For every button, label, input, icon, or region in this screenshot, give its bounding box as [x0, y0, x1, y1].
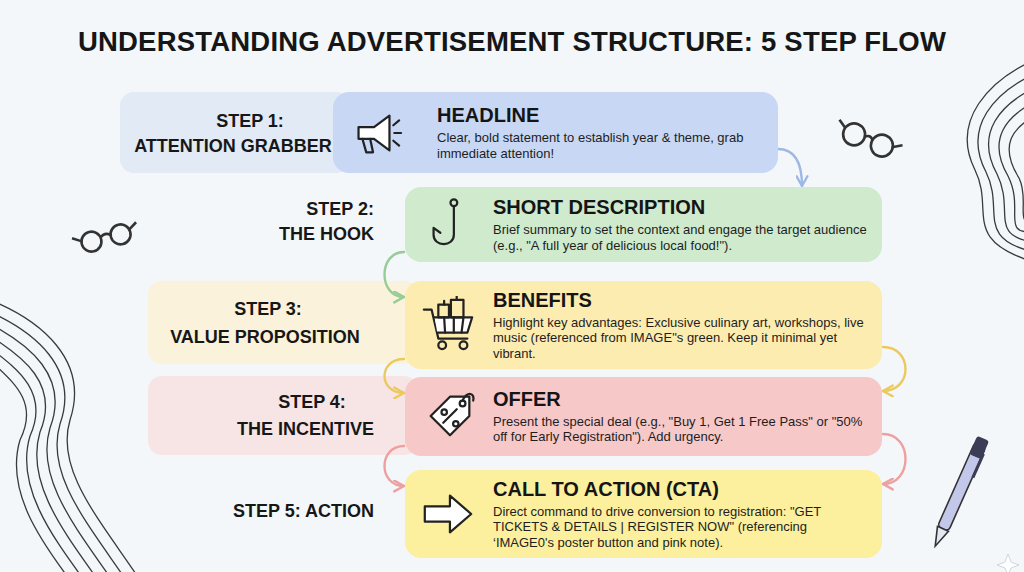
box-heading: OFFER [493, 388, 870, 411]
flow-arrow [385, 446, 405, 486]
step-label: STEP 5: ACTION [233, 502, 374, 522]
step-label: THE INCENTIVE [237, 420, 374, 440]
glasses [72, 220, 141, 255]
step-box: CALL TO ACTION (CTA) Direct command to dr… [405, 470, 882, 558]
pen [929, 436, 990, 550]
step-box: BENEFITS Highlight key advantages: Exclus… [405, 281, 882, 369]
box-description: Present the special deal (e.g., "Buy 1, … [493, 414, 870, 445]
step-box: HEADLINE Clear, bold statement to establi… [333, 92, 778, 173]
step-band [148, 281, 418, 364]
flow-arrow [883, 347, 906, 391]
box-description: Brief summary to set the context and eng… [493, 222, 870, 253]
step-icon [345, 104, 403, 162]
box-description: Direct command to drive conversion to re… [493, 504, 870, 550]
flow-arrow [385, 359, 405, 393]
step-band [148, 376, 418, 455]
sparkle [997, 554, 1019, 572]
box-heading: BENEFITS [493, 289, 870, 312]
flow-arrow [385, 252, 405, 297]
box-description: Highlight key advantages: Exclusive culi… [493, 315, 870, 361]
box-heading: CALL TO ACTION (CTA) [493, 478, 870, 501]
wavy-lines [0, 60, 1024, 572]
box-heading: SHORT DESCRIPTION [493, 196, 870, 219]
step-label: ATTENTION GRABBER [134, 137, 332, 157]
flow-arrow [883, 434, 906, 484]
step-box: OFFER Present the special deal (e.g., "Bu… [405, 377, 882, 456]
step-label: STEP 2: [306, 200, 374, 220]
step-label: STEP 3: [234, 300, 302, 320]
title: UNDERSTANDING ADVERTISEMENT STRUCTURE: 5… [0, 26, 1024, 58]
step-icon [421, 196, 479, 254]
box-description: Clear, bold statement to establish year … [437, 130, 766, 161]
glasses [832, 117, 903, 163]
step-box: SHORT DESCRIPTION Brief summary to set th… [405, 187, 882, 262]
step-icon [419, 485, 477, 543]
box-heading: HEADLINE [437, 104, 766, 127]
step-label: VALUE PROPOSITION [170, 328, 360, 348]
step-icon [419, 296, 477, 354]
step-label: STEP 4: [278, 393, 346, 413]
step-band [120, 92, 350, 173]
step-label: THE HOOK [279, 225, 374, 245]
step-label: STEP 1: [216, 112, 284, 132]
step-icon [421, 387, 479, 445]
flow-arrow [778, 149, 802, 186]
